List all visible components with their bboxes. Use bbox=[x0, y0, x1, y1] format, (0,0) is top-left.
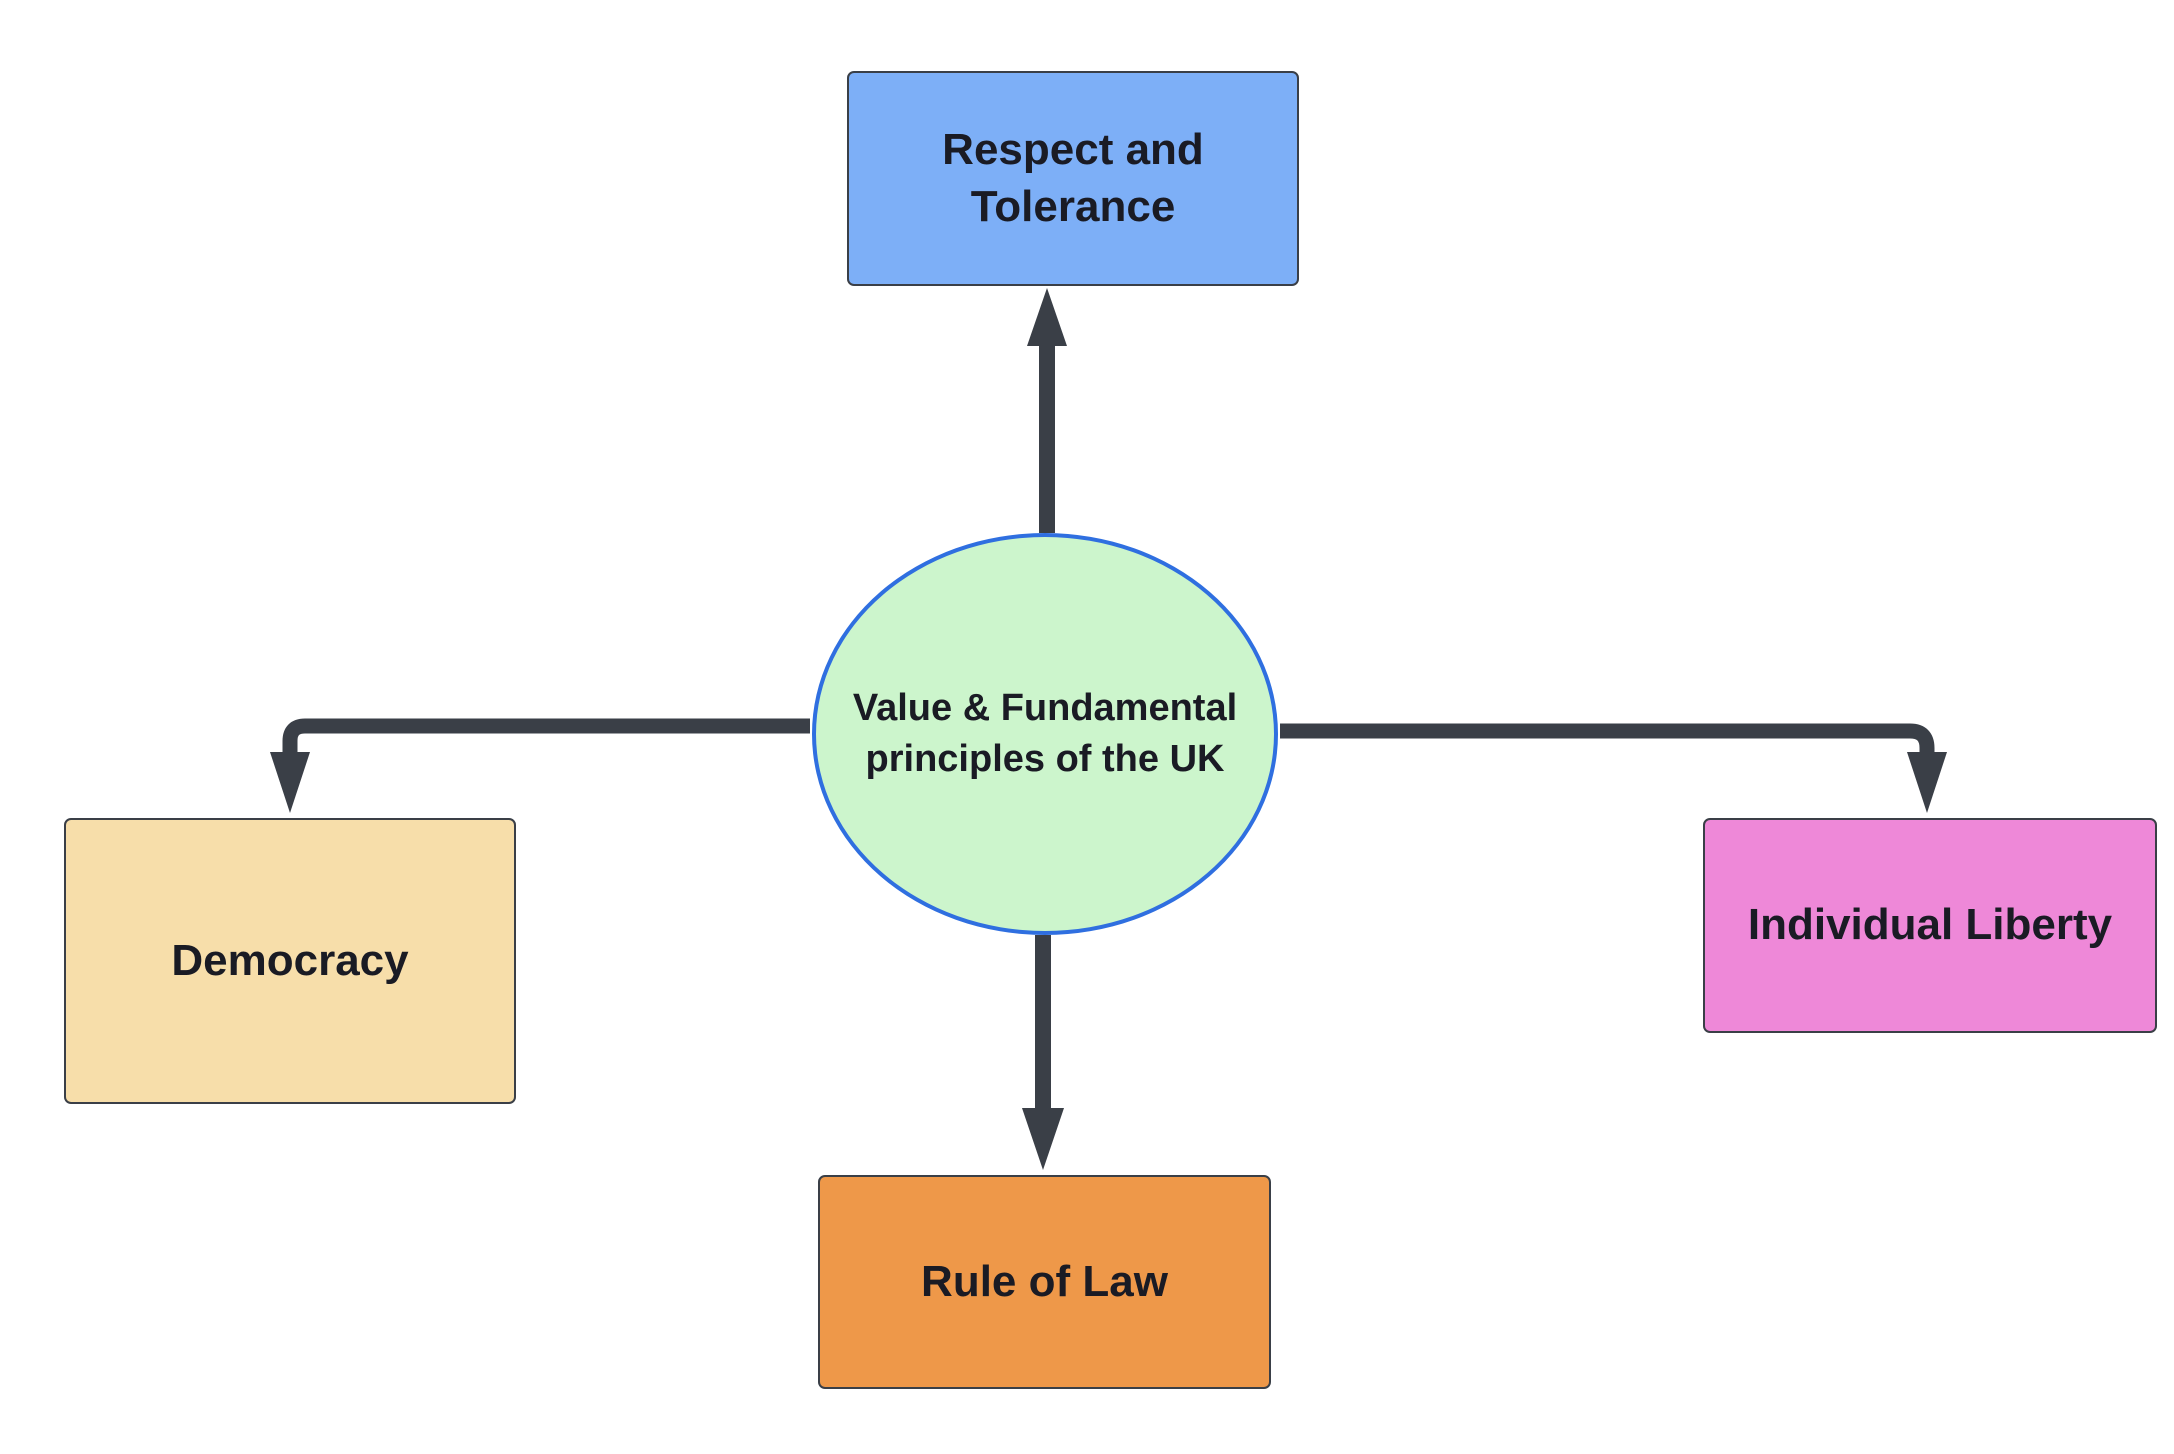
center-node: Value & Fundamental principles of the UK bbox=[812, 533, 1278, 935]
arrowhead-democracy bbox=[270, 752, 310, 813]
arrowhead-respect bbox=[1027, 288, 1067, 346]
node-rule-of-law: Rule of Law bbox=[818, 1175, 1271, 1389]
center-label: Value & Fundamental principles of the UK bbox=[852, 687, 1238, 780]
arrowhead-liberty bbox=[1907, 752, 1947, 813]
node-democracy: Democracy bbox=[64, 818, 516, 1104]
connector-liberty bbox=[1280, 723, 1935, 762]
node-label: Respect and Tolerance bbox=[942, 125, 1204, 231]
node-respect-and-tolerance: Respect and Tolerance bbox=[847, 71, 1299, 286]
node-label: Rule of Law bbox=[921, 1256, 1168, 1306]
arrowhead-law bbox=[1022, 1108, 1064, 1170]
node-label: Individual Liberty bbox=[1747, 900, 2113, 950]
connector-democracy bbox=[282, 718, 810, 762]
node-individual-liberty: Individual Liberty bbox=[1703, 818, 2157, 1033]
node-label: Democracy bbox=[171, 935, 409, 985]
